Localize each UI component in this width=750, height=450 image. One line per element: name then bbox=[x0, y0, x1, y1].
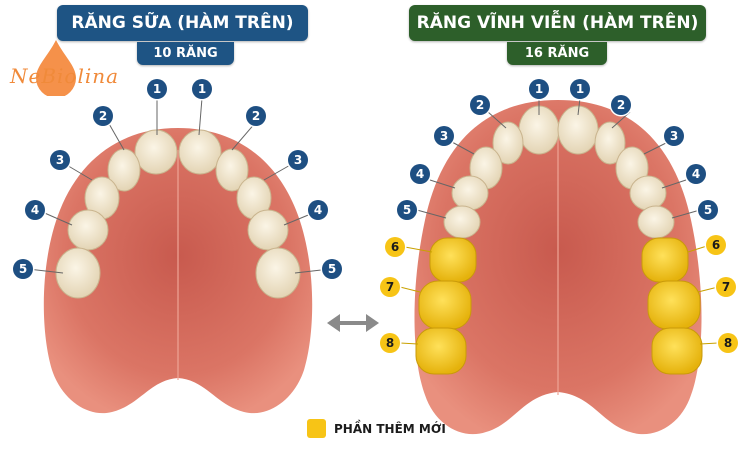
primary-tooth-label-1: 1 bbox=[147, 79, 167, 99]
permanent-tooth-label-1: 1 bbox=[529, 79, 549, 99]
permanent-tooth-label-1: 1 bbox=[570, 79, 590, 99]
permanent-tooth-label-2: 2 bbox=[470, 95, 490, 115]
permanent-jaw bbox=[399, 97, 719, 435]
permanent-tooth-label-8: 8 bbox=[718, 333, 738, 353]
primary-tooth-label-4: 4 bbox=[25, 200, 45, 220]
primary-tooth-label-5: 5 bbox=[13, 259, 33, 279]
brand-logo: NeBiolina bbox=[8, 40, 123, 102]
permanent-tooth-label-7: 7 bbox=[380, 277, 400, 297]
permanent-tooth-label-2: 2 bbox=[611, 95, 631, 115]
double-arrow-icon bbox=[327, 314, 379, 332]
new-molars bbox=[415, 237, 703, 375]
primary-tooth-label-4: 4 bbox=[308, 200, 328, 220]
primary-teeth-count: 10 RĂNG bbox=[137, 42, 234, 65]
legend-label: PHẦN THÊM MỚI bbox=[334, 421, 446, 436]
primary-tooth-label-1: 1 bbox=[192, 79, 212, 99]
permanent-tooth-label-4: 4 bbox=[410, 164, 430, 184]
permanent-teeth-count: 16 RĂNG bbox=[507, 42, 607, 65]
logo-text: NeBiolina bbox=[10, 64, 120, 88]
primary-tooth-label-3: 3 bbox=[288, 150, 308, 170]
permanent-tooth-label-4: 4 bbox=[686, 164, 706, 184]
primary-tooth-label-3: 3 bbox=[50, 150, 70, 170]
permanent-tooth-label-6: 6 bbox=[706, 235, 726, 255]
primary-jaw bbox=[27, 97, 331, 414]
permanent-tooth-label-7: 7 bbox=[716, 277, 736, 297]
permanent-tooth-label-5: 5 bbox=[397, 200, 417, 220]
permanent-teeth-title: RĂNG VĨNH VIỄN (HÀM TRÊN) bbox=[409, 5, 706, 41]
permanent-tooth-label-3: 3 bbox=[434, 126, 454, 146]
primary-tooth-label-2: 2 bbox=[93, 106, 113, 126]
primary-teeth-title: RĂNG SỮA (HÀM TRÊN) bbox=[57, 5, 308, 41]
legend-swatch bbox=[307, 419, 326, 438]
droplet-icon bbox=[36, 40, 76, 96]
primary-tooth-label-5: 5 bbox=[322, 259, 342, 279]
permanent-tooth-label-3: 3 bbox=[664, 126, 684, 146]
legend: PHẦN THÊM MỚI bbox=[307, 419, 446, 438]
permanent-tooth-label-6: 6 bbox=[385, 237, 405, 257]
permanent-tooth-label-5: 5 bbox=[698, 200, 718, 220]
permanent-tooth-label-8: 8 bbox=[380, 333, 400, 353]
primary-tooth-label-2: 2 bbox=[246, 106, 266, 126]
